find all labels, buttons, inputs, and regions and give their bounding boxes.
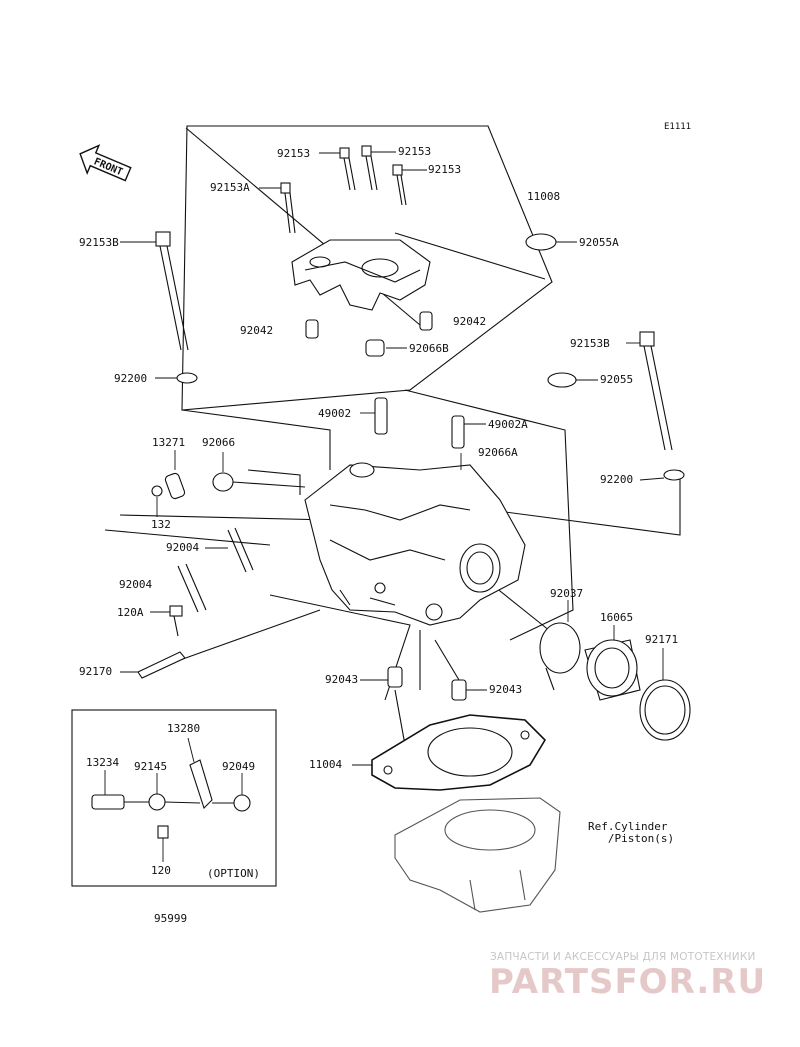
part-label-120: 120 — [151, 864, 171, 877]
part-label-92153a: 92153A — [210, 181, 250, 194]
guide-line-left — [181, 409, 331, 470]
o-ring — [525, 233, 557, 251]
option-washer — [233, 794, 251, 812]
cylinder-head — [304, 462, 526, 626]
part-label-92043: 92043 — [489, 683, 523, 696]
cap-bolt-4 — [280, 182, 296, 234]
part-label-92042: 92042 — [240, 324, 274, 337]
head-bolt-left — [155, 231, 198, 384]
part-label-92055a: 92055A — [579, 236, 619, 249]
cap-bolt-1 — [339, 147, 356, 191]
part-label-92066a: 92066A — [478, 446, 518, 459]
lever-arm — [137, 651, 186, 679]
cam-frame-line — [394, 232, 546, 280]
part-label-120a: 120A — [117, 606, 144, 619]
part-label-95999: 95999 — [154, 912, 188, 925]
valve-seal — [365, 339, 385, 357]
head-bolt-right — [639, 331, 685, 481]
part-label-92153: 92153 — [398, 145, 432, 158]
option-lever — [189, 759, 213, 810]
intake-boot — [584, 639, 641, 701]
diagram-code: E1111 — [664, 122, 692, 132]
part-label-132: 132 — [151, 518, 171, 531]
part-label-92049: 92049 — [222, 760, 256, 773]
option-label: (OPTION) — [207, 867, 260, 880]
valve-guide — [451, 415, 465, 449]
cylinder-reference — [394, 797, 561, 913]
part-label-92153: 92153 — [428, 163, 462, 176]
part-label-92170: 92170 — [79, 665, 113, 678]
part-label-13271: 13271 — [152, 436, 186, 449]
tensioner-bolt — [169, 605, 183, 637]
option-box — [71, 709, 277, 887]
part-label-92055: 92055 — [600, 373, 634, 386]
stud-1 — [227, 527, 254, 573]
part-label-92042: 92042 — [453, 315, 487, 328]
cap-bolt-2 — [361, 145, 378, 191]
head-frame-outline — [181, 125, 553, 411]
dowel-pin — [419, 311, 433, 331]
part-label-11004: 11004 — [309, 758, 343, 771]
part-label-92066b: 92066B — [409, 342, 449, 355]
plug-ring — [212, 472, 234, 492]
part-label-16065: 16065 — [600, 611, 634, 624]
part-label-49002: 49002 — [318, 407, 352, 420]
stud-2 — [177, 563, 207, 613]
small-screw — [151, 485, 163, 497]
dowel-pin — [305, 319, 319, 339]
part-label-92153b: 92153B — [79, 236, 119, 249]
part-label-92043: 92043 — [325, 673, 359, 686]
part-label-92004: 92004 — [119, 578, 153, 591]
part-label-13234: 13234 — [86, 756, 120, 769]
guide-line-right — [489, 470, 681, 536]
part-label-92037: 92037 — [550, 587, 584, 600]
part-label-92066: 92066 — [202, 436, 236, 449]
o-ring — [547, 372, 577, 388]
part-label-92200: 92200 — [114, 372, 148, 385]
dowel-pin — [387, 666, 403, 688]
head-gasket — [371, 714, 547, 791]
watermark-logo: PARTSFOR.RU — [489, 962, 767, 1002]
option-seal — [148, 793, 166, 811]
option-sensor — [91, 794, 125, 810]
intake-ring — [539, 622, 581, 691]
part-label-92004: 92004 — [166, 541, 200, 554]
part-label-49002a: 49002A — [488, 418, 528, 431]
cap-bolt-3 — [392, 164, 407, 206]
dowel-pin — [451, 679, 467, 701]
option-bolt — [157, 825, 169, 839]
part-label-13280: 13280 — [167, 722, 201, 735]
part-label-92171: 92171 — [645, 633, 679, 646]
camshaft-cap — [291, 239, 431, 311]
watermark-tagline: ЗАПЧАСТИ И АКСЕССУАРЫ ДЛЯ МОТОТЕХНИКИ — [490, 951, 756, 963]
part-label-11008: 11008 — [527, 190, 561, 203]
valve-guide — [374, 397, 388, 435]
hose-clamp — [639, 679, 691, 741]
part-label-92200: 92200 — [600, 473, 634, 486]
cam-chain-guide — [164, 472, 186, 500]
part-label-92153: 92153 — [277, 147, 311, 160]
cylinder-reference-note: Ref.Cylinder /Piston(s) — [588, 820, 675, 845]
guide-line-left-2 — [247, 469, 301, 495]
part-label-92145: 92145 — [134, 760, 168, 773]
part-label-92153b: 92153B — [570, 337, 610, 350]
front-arrow-icon: FRONT — [79, 144, 132, 182]
